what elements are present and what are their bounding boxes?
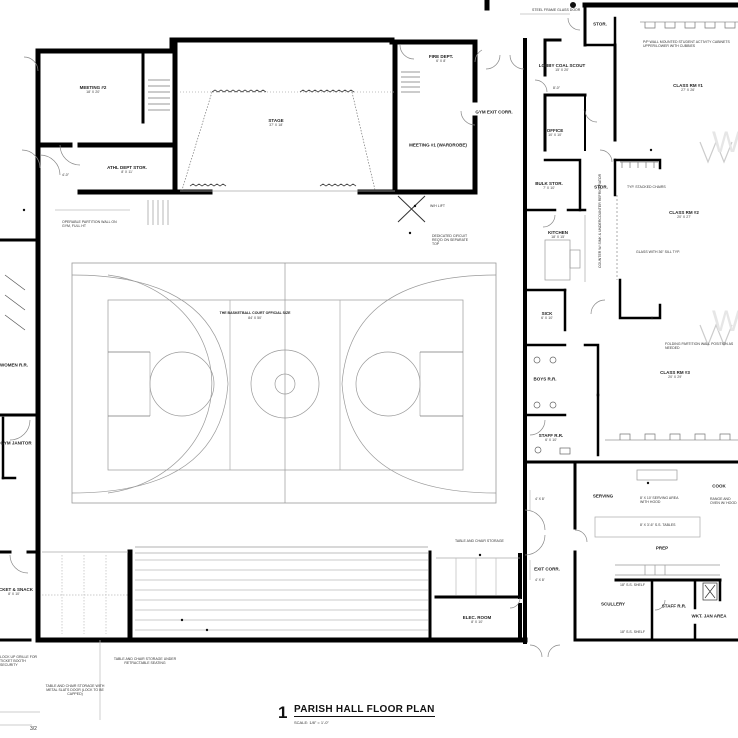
note-folding-partition: FOLDING PARTITION WALL POSITION AS NEEDE… [665, 342, 734, 351]
note-sliding-door: STEEL FRAME GLASS DOOR [532, 8, 581, 12]
note-dumbwaiter: DEDICATED CIRCUIT REQ'D ON SEPARATE TOP [432, 234, 469, 247]
note-wall-lift: W/H LIFT [430, 204, 445, 208]
room-gym-exit-corridor: GYM EXIT CORR. [475, 109, 513, 115]
room-athl-dept-storage: ATHL DEPT STOR.8' X 11' [107, 165, 147, 174]
note-scullery-shelf-top: 18" S.S. SHELF [620, 583, 645, 587]
note-serving-counter: 8' X 10' SERVING AREA WITH HOOD [640, 496, 679, 505]
dim-corridor-a: 4' X 8' [535, 497, 545, 501]
dim-athl-a: 4'-0" [62, 173, 69, 177]
partition-mark-top: W [712, 126, 738, 159]
partition-mark-mid: W [712, 305, 738, 338]
room-serving: SERVING [592, 493, 614, 499]
note-counter: COUNTER W/ SINK & UNDERCOUNTER REFRIGERA… [598, 173, 602, 268]
room-boys-rr: BOYS R.R. [533, 376, 557, 382]
room-gym-janitor: GYM JANITOR [0, 440, 32, 446]
drawing-scale: SCALE: 1/8" = 1'-0" [294, 720, 329, 725]
room-fire-dept: FIRE DEPT.6' X 8' [428, 54, 454, 63]
note-bleachers-2: TABLE AND CHAIR STORAGE WITH METAL SLATS… [45, 684, 105, 697]
note-cook: RANGE AND OVEN W/ HOOD [710, 497, 737, 506]
note-table-storage: TABLE AND CHAIR STORAGE [455, 539, 504, 543]
corner-mark: 3/2 [30, 726, 37, 732]
room-storage-mid: STOR. [594, 184, 608, 190]
room-womens-rr: WOMEN R.R. [0, 362, 28, 368]
note-prep-table: 8' X 3'-6" S.S. TABLES [640, 523, 676, 527]
note-ticket: LOCK UP GRILLE FOR TICKET BOOTH SECURITY [0, 655, 38, 668]
room-prep: PREP [655, 545, 669, 551]
dim-corridor-b: 4' X 8' [535, 578, 545, 582]
note-operable-wall: OPERABLE PARTITION WALL ON GYM, FULL HT [62, 220, 117, 229]
room-scullery: SCULLERY [600, 601, 626, 607]
room-staff-rr-2: STAFF R.R. [661, 603, 687, 609]
room-staff-rr: STAFF R.R.6' X 10' [538, 433, 564, 442]
drawing-title: PARISH HALL FLOOR PLAN [294, 704, 435, 717]
room-storage-top: STOR. [593, 21, 607, 27]
room-exit-corridor: EXIT CORR. [534, 566, 560, 572]
note-bleachers-1: TABLE AND CHAIR STORAGE UNDER RETRACTABL… [113, 657, 177, 666]
room-cook: COOK [712, 483, 726, 489]
note-glass-wall: GLASS WITH 36" SILL TYP. [636, 250, 680, 254]
dim-lobby: 8'-0" [553, 86, 560, 90]
note-stacked-chairs: TYP. STACKED CHAIRS [627, 185, 666, 189]
note-scullery-shelf-bottom: 18" S.S. SHELF [620, 630, 645, 634]
room-meeting-1: MEETING #1 (WARDROBE) [409, 142, 467, 148]
note-class1: P/P WALL MOUNTED STUDENT ACTIVITY CABINE… [643, 40, 730, 49]
room-wkt-jan-area: WKT. JAN AREA [691, 613, 727, 619]
room-bulk-storage: BULK STOR.7' X 10' [535, 181, 563, 190]
drawing-number: 1 [278, 703, 288, 722]
